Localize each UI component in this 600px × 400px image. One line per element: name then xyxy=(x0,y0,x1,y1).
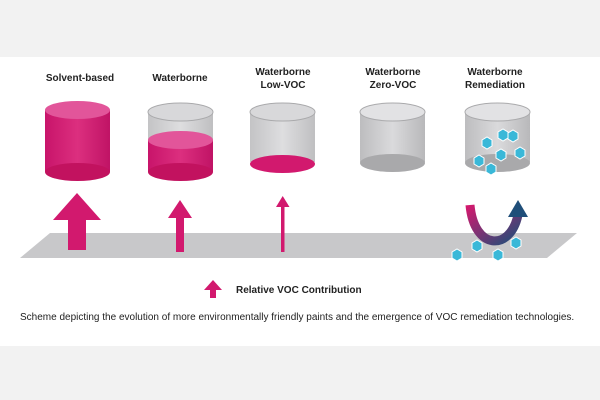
arrow-medium-icon xyxy=(168,200,192,252)
cylinder-waterborne-low-voc xyxy=(249,102,316,173)
label-solvent-based: Solvent-based xyxy=(45,73,115,84)
surface-waterborne-zero-voc xyxy=(330,233,470,258)
top-band xyxy=(0,0,600,57)
arrow-thin-icon xyxy=(276,196,290,252)
surface-hexagons xyxy=(451,236,522,262)
cylinder-waterborne xyxy=(147,102,214,181)
surface-waterborne xyxy=(125,233,265,258)
surface-waterborne-low-voc xyxy=(230,233,370,258)
hexagon-particles xyxy=(473,128,526,176)
legend-arrow-icon xyxy=(204,280,222,298)
surface-solvent-based xyxy=(20,233,160,258)
label-waterborne-remediation: Waterborne Remediation xyxy=(464,67,525,91)
cylinder-solvent-based xyxy=(45,101,110,181)
bottom-band xyxy=(0,346,600,400)
arrow-large-icon xyxy=(53,193,101,250)
remediation-cycle-arrow-icon xyxy=(465,200,528,246)
surface-waterborne-remediation xyxy=(437,233,577,258)
label-waterborne: Waterborne xyxy=(152,73,208,84)
cylinder-waterborne-zero-voc xyxy=(359,102,426,172)
label-waterborne-zero-voc: Waterborne Zero-VOC xyxy=(365,67,421,91)
label-waterborne-low-voc: Waterborne Low-VOC xyxy=(255,67,311,91)
figure-caption: Scheme depicting the evolution of more e… xyxy=(20,312,575,323)
legend-label: Relative VOC Contribution xyxy=(236,285,362,296)
